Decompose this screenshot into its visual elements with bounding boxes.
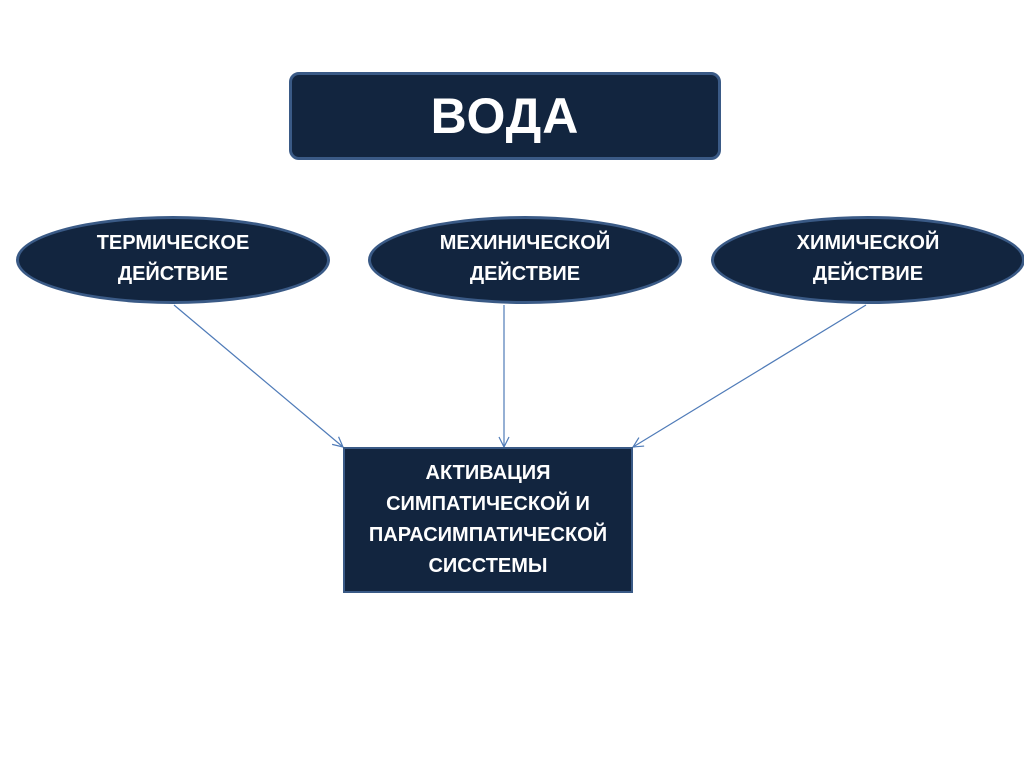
node-thermal-action: ТЕРМИЧЕСКОЕ ДЕЙСТВИЕ (16, 216, 330, 304)
title-box-water: ВОДА (289, 72, 721, 160)
arrow-thermal-to-activation (173, 304, 343, 447)
node-chemical-action: ХИМИЧЕСКОЙ ДЕЙСТВИЕ (711, 216, 1024, 304)
result-box-activation: АКТИВАЦИЯ СИМПАТИЧЕСКОЙ И ПАРАСИМПАТИЧЕС… (343, 447, 633, 593)
mechanical-action-label: МЕХИНИЧЕСКОЙ ДЕЙСТВИЕ (439, 232, 611, 285)
node-mechanical-action: МЕХИНИЧЕСКОЙ ДЕЙСТВИЕ (368, 216, 682, 304)
thermal-action-label: ТЕРМИЧЕСКОЕ ДЕЙСТВИЕ (96, 232, 250, 285)
chemical-action-label: ХИМИЧЕСКОЙ ДЕЙСТВИЕ (796, 232, 940, 285)
title-text: ВОДА (430, 88, 580, 144)
result-label: АКТИВАЦИЯ СИМПАТИЧЕСКОЙ И ПАРАСИМПАТИЧЕС… (368, 462, 608, 577)
arrow-chemical-to-activation (633, 304, 867, 447)
